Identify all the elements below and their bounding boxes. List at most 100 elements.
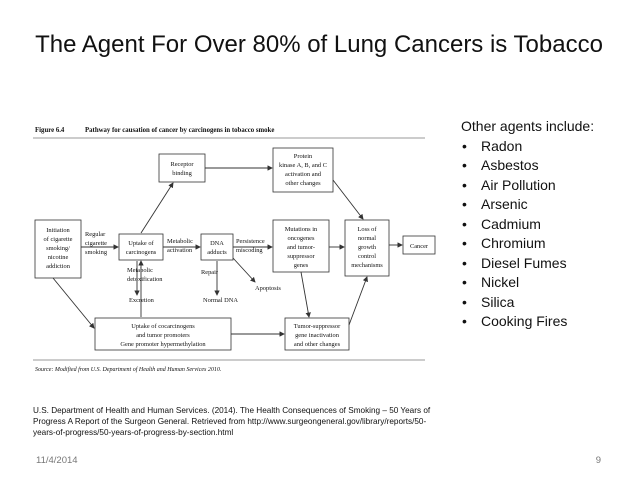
- bullet-icon: •: [462, 313, 467, 329]
- label-regular-smoking: Regular: [85, 231, 106, 238]
- bullet-icon: •: [462, 157, 467, 173]
- agent-label: Arsenic: [481, 196, 528, 212]
- arrow: [300, 271, 311, 318]
- label-regular-smoking: cigarette: [85, 240, 107, 247]
- footer-date: 11/4/2014: [36, 455, 78, 466]
- agent-item: • Diesel Fumes: [461, 254, 631, 274]
- node-cocarcinogens-line: Uptake of cocarcinogens: [131, 323, 195, 330]
- page-number: 9: [595, 455, 601, 466]
- bullet-icon: •: [462, 254, 467, 271]
- node-tumor-line: gene inactivation: [295, 332, 340, 339]
- figure-label: Figure 6.4: [35, 127, 65, 134]
- node-protein-line: kinase A, B, and C: [279, 162, 327, 169]
- node-cocarcinogens-line: and tumor promoters: [136, 332, 190, 339]
- label-excretion: Excretion: [129, 297, 155, 304]
- node-mutations: Mutations in oncogenes and tumor- suppre…: [272, 219, 330, 273]
- node-cocarcinogens: Uptake of cocarcinogens and tumor promot…: [94, 317, 232, 351]
- pathway-arrows: [52, 165, 403, 337]
- label-metabolic-activation: Metabolic: [167, 238, 193, 245]
- node-tumor-suppressor: Tumor-suppressor gene inactivation and o…: [284, 317, 350, 351]
- label-persistence: Persistence: [236, 238, 265, 245]
- label-repair: Repair: [201, 269, 219, 276]
- agent-label: Nickel: [481, 274, 520, 290]
- node-protein-kinase: Protein kinase A, B, and C activation an…: [272, 147, 334, 193]
- figure-source: Source: Modified from U.S. Department of…: [35, 366, 221, 373]
- agent-item: • Chromium: [461, 234, 631, 254]
- node-receptor-line: Receptor: [170, 161, 194, 168]
- agent-label: Cooking Fires: [481, 313, 568, 329]
- node-loss-line: growth: [358, 244, 377, 251]
- agent-item: • Silica: [461, 293, 631, 313]
- agent-item: • Cadmium: [461, 215, 631, 235]
- pathway-diagram: Figure 6.4 Pathway for causation of canc…: [33, 127, 436, 373]
- arrow: [332, 179, 364, 220]
- node-mutations-line: suppressor: [287, 253, 315, 260]
- node-protein-line: activation and: [285, 171, 322, 178]
- agent-label: Chromium: [481, 235, 546, 251]
- node-protein-line: Protein: [294, 153, 313, 160]
- label-normal-dna: Normal DNA: [203, 297, 238, 304]
- bullet-icon: •: [462, 137, 467, 154]
- node-loss-line: normal: [358, 235, 376, 242]
- node-initiation-line: Initiation: [46, 227, 70, 234]
- label-metabolic-detox: detoxification: [127, 276, 163, 283]
- node-protein-line: other changes: [285, 180, 321, 187]
- agents-heading: Other agents include:: [461, 118, 595, 134]
- node-dna-adducts: DNA adducts: [200, 233, 234, 261]
- node-mutations-line: and tumor-: [287, 244, 315, 251]
- bullet-icon: •: [462, 274, 467, 290]
- bullet-icon: •: [462, 176, 467, 193]
- agent-label: Silica: [481, 293, 515, 310]
- node-tumor-line: and other changes: [294, 341, 341, 348]
- node-cocarcinogens-line: Gene promoter hypermethylation: [120, 341, 206, 348]
- node-loss-line: control: [358, 253, 376, 260]
- label-regular-smoking: smoking: [85, 249, 108, 256]
- node-tumor-line: Tumor-suppressor: [294, 323, 341, 330]
- node-initiation-line: addiction: [46, 263, 71, 270]
- label-apoptosis: Apoptosis: [255, 285, 281, 292]
- label-metabolic-activation: activation: [167, 247, 193, 254]
- agent-item: • Asbestos: [461, 156, 631, 176]
- agent-item: • Arsenic: [461, 195, 631, 215]
- node-initiation-line: nicotine: [48, 254, 69, 261]
- bullet-icon: •: [462, 235, 467, 251]
- node-uptake-carcinogens: Uptake of carcinogens: [118, 233, 164, 261]
- agent-label: Cadmium: [481, 215, 541, 232]
- node-mutations-line: oncogenes: [288, 235, 315, 242]
- agent-label: Air Pollution: [481, 176, 556, 193]
- node-loss-line: Loss of: [358, 226, 378, 233]
- figure-caption: Pathway for causation of cancer by carci…: [85, 127, 274, 134]
- agent-item: • Radon: [461, 137, 631, 157]
- node-cancer: Cancer: [402, 235, 436, 255]
- agent-label: Radon: [481, 137, 523, 154]
- node-loss-line: mechanisms: [351, 262, 383, 269]
- node-initiation-line: of cigarette: [44, 236, 73, 243]
- node-initiation-line: smoking/: [46, 245, 70, 252]
- agents-items: • Radon • Asbestos • Air Pollution • Arsenic…: [461, 137, 631, 332]
- node-mutations-line: Mutations in: [285, 226, 318, 233]
- agent-label: Asbestos: [481, 157, 539, 173]
- other-agents-list: Other agents include: • Radon • Asbestos •…: [461, 117, 631, 332]
- arrow: [52, 277, 95, 329]
- bullet-icon: •: [462, 215, 467, 232]
- label-metabolic-detox: Metabolic: [127, 267, 153, 274]
- node-mutations-line: genes: [294, 262, 309, 269]
- pathway-figure: Figure 6.4 Pathway for causation of canc…: [33, 120, 438, 380]
- node-loss-control: Loss of normal growth control mechanisms: [344, 219, 390, 277]
- label-persistence: miscoding: [236, 247, 263, 254]
- agent-item: • Air Pollution: [461, 176, 631, 196]
- node-uptake-line: carcinogens: [126, 249, 157, 256]
- agent-item: • Cooking Fires: [461, 312, 631, 332]
- slide-title: The Agent For Over 80% of Lung Cancers i…: [35, 31, 603, 58]
- citation-text: U.S. Department of Health and Human Serv…: [33, 406, 431, 437]
- node-receptor-line: binding: [172, 170, 192, 177]
- node-dna-line: DNA: [210, 240, 224, 247]
- arrow: [140, 182, 174, 234]
- agent-label: Diesel Fumes: [481, 254, 567, 271]
- node-dna-line: adducts: [207, 249, 227, 256]
- node-receptor: Receptor binding: [158, 153, 206, 183]
- bullet-icon: •: [462, 293, 467, 310]
- node-initiation: Initiation of cigarette smoking/ nicotin…: [34, 219, 82, 279]
- node-cancer-label: Cancer: [410, 243, 429, 250]
- bullet-icon: •: [462, 196, 467, 212]
